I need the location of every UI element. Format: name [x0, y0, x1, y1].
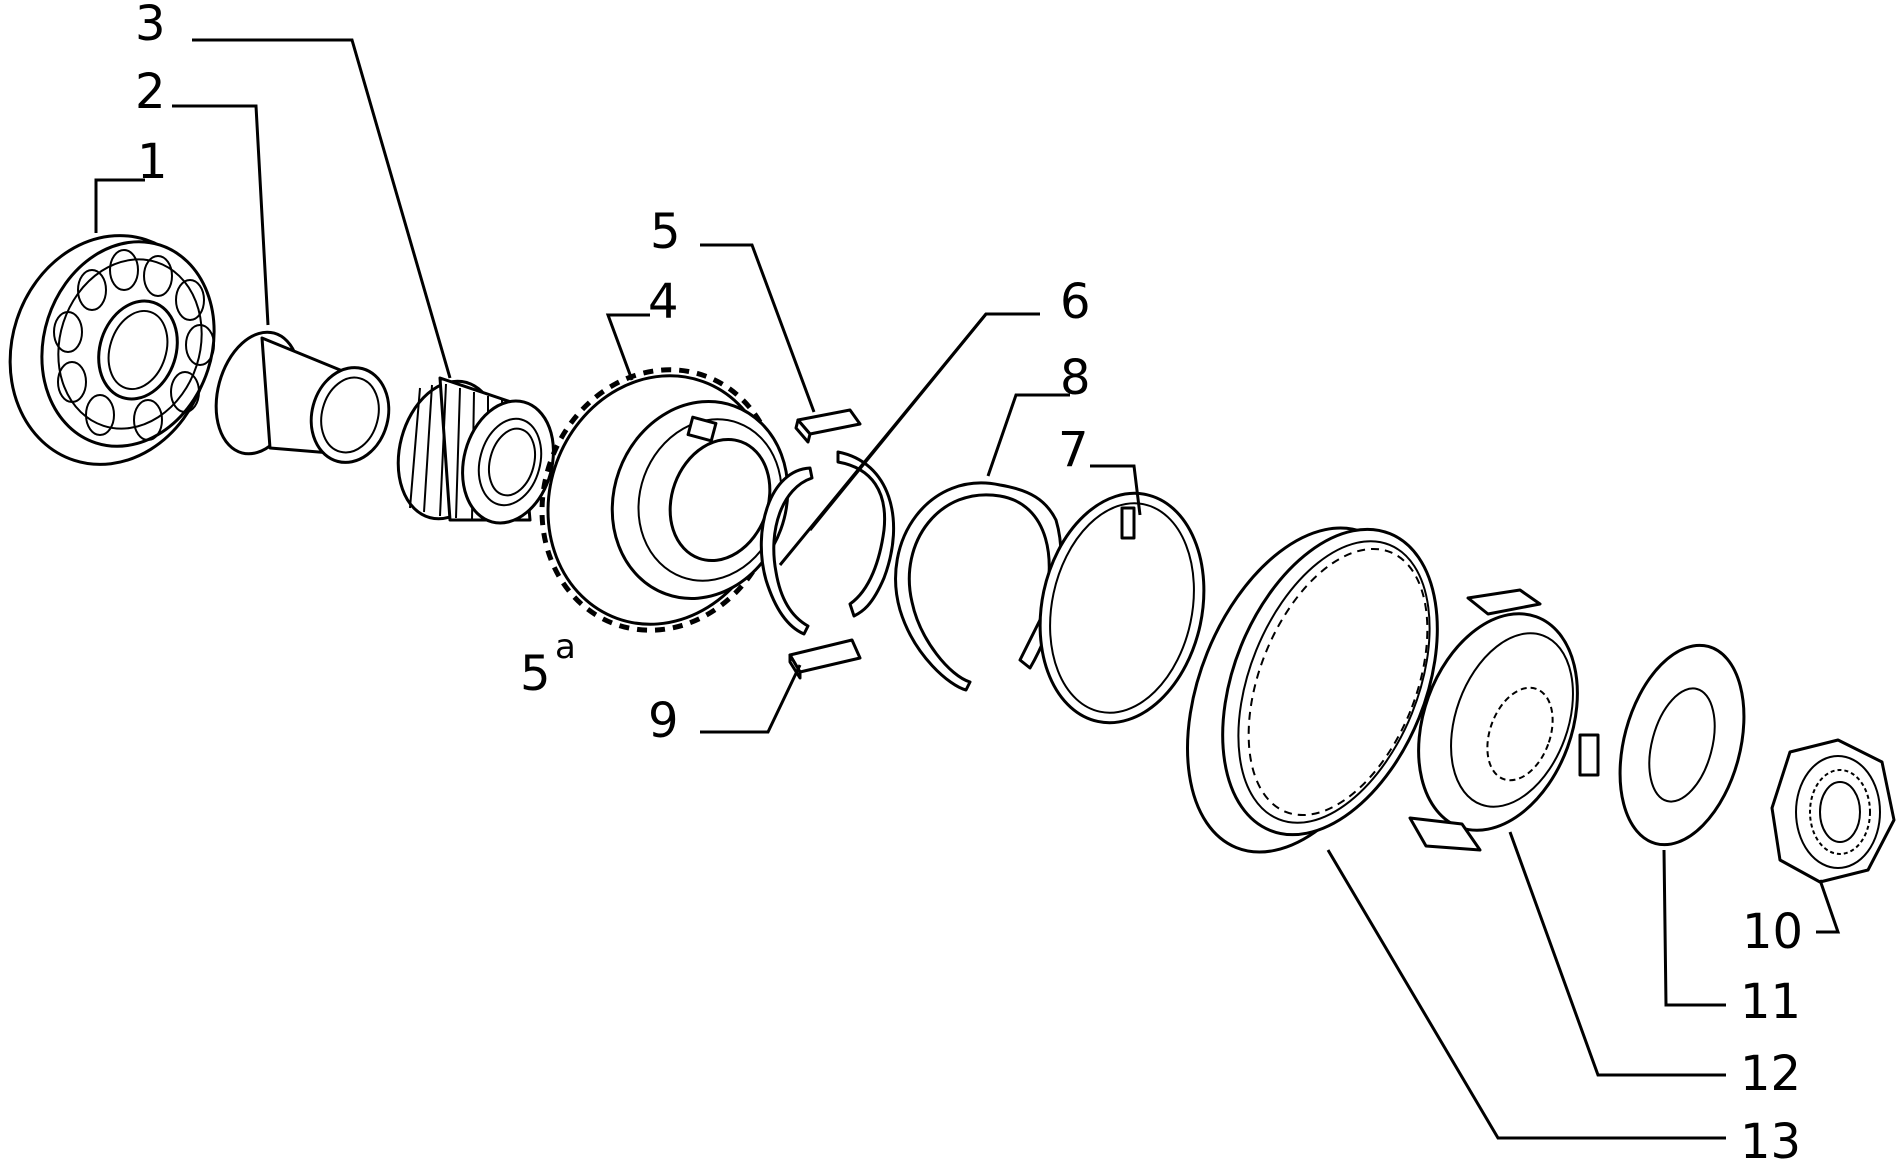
part-9-block: [788, 638, 862, 680]
part-7-circlip: [1038, 491, 1206, 725]
callout-5a-superscript: a: [555, 627, 576, 667]
leader-1: [94, 178, 145, 233]
part-10-nut: [1770, 738, 1896, 884]
leader-7: [1090, 464, 1142, 516]
part-12-synchro-hub: [1408, 588, 1600, 852]
callout-12: 12: [1740, 1046, 1801, 1102]
part-2-bushing: [214, 330, 391, 464]
part-3-needle-bearing: [396, 376, 555, 525]
leader-2: [172, 104, 270, 326]
part-6-split-ring: [759, 450, 896, 636]
callout-13: 13: [1740, 1114, 1801, 1162]
leader-8: [986, 393, 1070, 477]
part-4-gear: [539, 367, 790, 633]
callout-5: 5: [650, 204, 681, 260]
part-8-open-ring: [894, 481, 1063, 692]
leader-10: [1816, 879, 1841, 934]
part-13-synchro-sleeve: [1186, 526, 1439, 854]
callout-5a: 5 a: [520, 627, 576, 702]
leader-13: [1326, 849, 1726, 1140]
leader-lines: [94, 38, 1841, 1140]
callout-1: 1: [137, 134, 168, 190]
callout-5a-number: 5: [520, 646, 551, 702]
part-1-ball-bearing: [8, 234, 216, 466]
leader-4: [605, 313, 650, 381]
callout-2: 2: [135, 64, 166, 120]
callout-7: 7: [1058, 422, 1089, 478]
callout-3: 3: [135, 0, 166, 52]
leader-9: [700, 664, 802, 734]
leader-3: [192, 38, 452, 379]
callout-11: 11: [1740, 974, 1801, 1030]
callout-6: 6: [1060, 274, 1091, 330]
leader-12: [1508, 831, 1726, 1077]
leader-5: [700, 243, 816, 413]
callout-8: 8: [1060, 350, 1091, 406]
callout-10: 10: [1742, 904, 1803, 960]
callout-4: 4: [648, 274, 679, 330]
part-5-block: [794, 408, 862, 444]
callout-9: 9: [648, 693, 679, 749]
leader-11: [1662, 849, 1726, 1007]
callout-labels: 1 2 3 4 5 5 a 6 7 8 9 10 11 12 13: [135, 0, 1803, 1167]
part-11-washer: [1618, 643, 1746, 847]
leader-6b: [808, 313, 988, 531]
